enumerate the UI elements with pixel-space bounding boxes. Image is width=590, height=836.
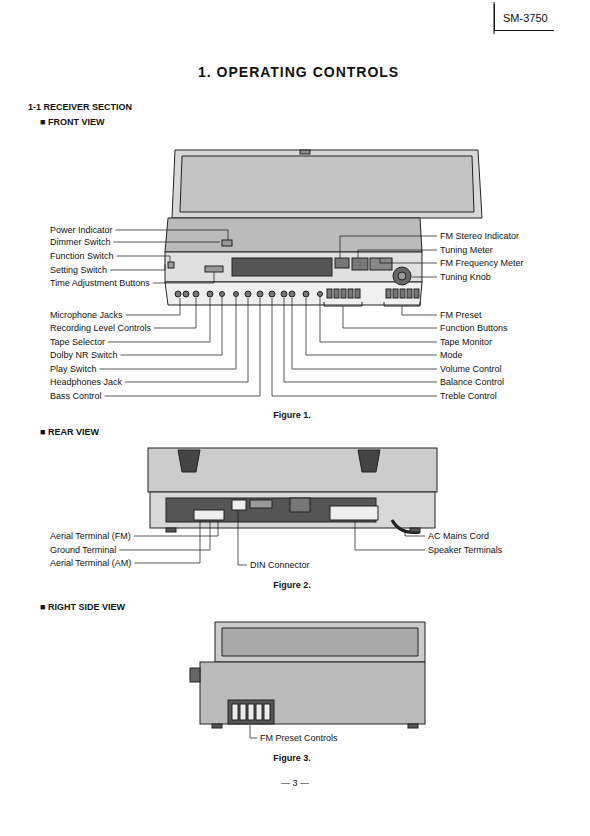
section-heading: ■ RIGHT SIDE VIEW bbox=[40, 601, 125, 613]
control-label: Tape Monitor bbox=[440, 336, 492, 348]
leader-line bbox=[250, 725, 257, 738]
leader-line bbox=[117, 256, 170, 262]
control-label: Play Switch bbox=[50, 363, 97, 375]
leader-line bbox=[320, 297, 437, 342]
leader-line bbox=[306, 298, 437, 355]
control-label: Setting Switch bbox=[50, 264, 107, 276]
leader-line bbox=[292, 298, 437, 369]
control-label: Dimmer Switch bbox=[50, 236, 111, 248]
model-number: SM-3750 bbox=[503, 12, 548, 24]
leader-line bbox=[402, 306, 437, 315]
control-label: Ground Terminal bbox=[50, 544, 116, 556]
leader-line bbox=[108, 298, 210, 342]
leader-line bbox=[153, 272, 214, 283]
control-label: FM Preset Controls bbox=[260, 732, 338, 744]
control-label: FM Stereo Indicator bbox=[440, 230, 519, 242]
leader-line bbox=[238, 511, 247, 565]
leader-line bbox=[355, 521, 425, 550]
control-label: Balance Control bbox=[440, 376, 504, 388]
section-heading: 1-1 RECEIVER SECTION bbox=[28, 101, 132, 113]
control-label: Bass Control bbox=[50, 390, 102, 402]
control-label: AC Mains Cord bbox=[428, 530, 489, 542]
leader-line bbox=[126, 298, 180, 315]
leader-line bbox=[358, 250, 437, 258]
control-label: Treble Control bbox=[440, 390, 497, 402]
leader-line bbox=[114, 242, 220, 243]
leader-line bbox=[340, 236, 437, 258]
side-view-drawing bbox=[190, 622, 425, 728]
leader-line bbox=[105, 298, 260, 396]
control-label: Tuning Knob bbox=[440, 271, 491, 283]
leader-line bbox=[154, 298, 196, 328]
control-label: Function Buttons bbox=[440, 322, 508, 334]
figure-caption: — 3 — bbox=[281, 777, 309, 789]
figure-caption: Figure 1. bbox=[273, 409, 311, 421]
control-label: Aerial Terminal (AM) bbox=[50, 557, 131, 569]
control-label: Time Adjustment Buttons bbox=[50, 277, 150, 289]
control-label: Headphones Jack bbox=[50, 376, 122, 388]
control-label: Tape Selector bbox=[50, 336, 105, 348]
control-label: Speaker Terminals bbox=[428, 544, 502, 556]
leader-line bbox=[272, 298, 437, 396]
control-label: Tuning Meter bbox=[440, 244, 493, 256]
leader-line bbox=[110, 264, 165, 270]
front-view-drawing bbox=[165, 150, 482, 306]
leader-line bbox=[412, 277, 437, 278]
control-label: Microphone Jacks bbox=[50, 309, 123, 321]
rear-view-drawing bbox=[148, 448, 437, 533]
leader-line bbox=[380, 258, 437, 263]
leader-line bbox=[134, 521, 200, 563]
control-label: DIN Connector bbox=[250, 559, 310, 571]
page-title: 1. OPERATING CONTROLS bbox=[198, 64, 399, 80]
control-label: Dolby NR Switch bbox=[50, 349, 118, 361]
control-label: Function Switch bbox=[50, 250, 114, 262]
control-label: Recording Level Controls bbox=[50, 322, 151, 334]
leader-lines bbox=[100, 230, 437, 738]
leader-line bbox=[284, 298, 437, 382]
control-label: FM Preset bbox=[440, 309, 482, 321]
leader-line bbox=[405, 530, 425, 536]
leader-line bbox=[125, 298, 248, 382]
figure-caption: Figure 3. bbox=[273, 752, 311, 764]
section-heading: ■ FRONT VIEW bbox=[40, 116, 104, 128]
leader-line bbox=[134, 521, 218, 536]
control-label: Mode bbox=[440, 349, 463, 361]
model-number-box: SM-3750 bbox=[494, 4, 554, 31]
figure-caption: Figure 2. bbox=[273, 579, 311, 591]
control-label: FM Frequency Meter bbox=[440, 257, 524, 269]
leader-line bbox=[116, 230, 228, 240]
leader-line bbox=[119, 521, 210, 550]
control-label: Volume Control bbox=[440, 363, 502, 375]
control-label: Power Indicator bbox=[50, 224, 113, 236]
control-label: Aerial Terminal (FM) bbox=[50, 530, 131, 542]
leader-line bbox=[343, 306, 437, 328]
section-heading: ■ REAR VIEW bbox=[40, 426, 99, 438]
